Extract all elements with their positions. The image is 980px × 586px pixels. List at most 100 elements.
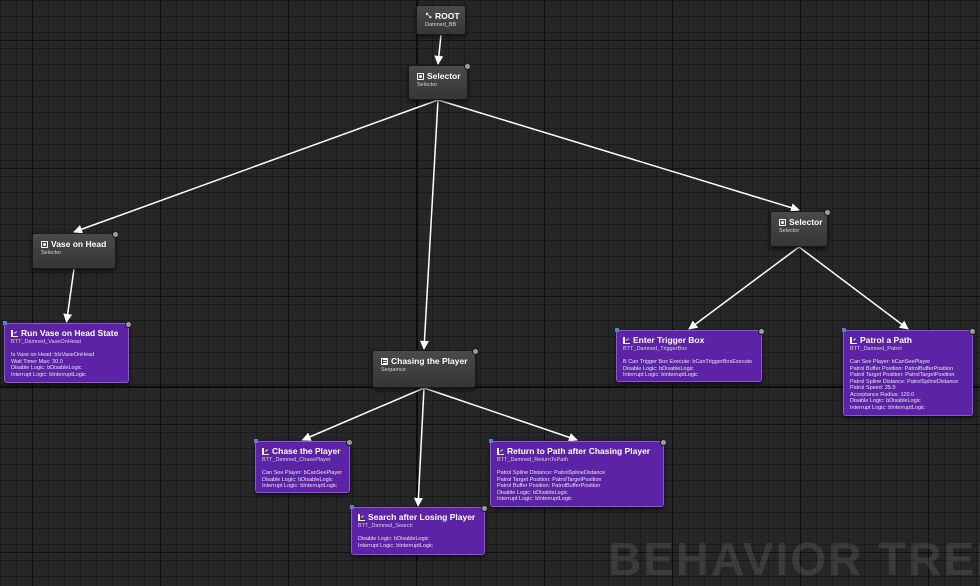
node-property: Interrupt Logic: bInterruptLogic — [358, 542, 433, 549]
node-corner-marker — [842, 328, 846, 332]
node-patrol-a-path[interactable]: Patrol a Path BTT_Damned_Patrol Can See … — [842, 328, 976, 416]
node-property: Acceptance Radius: 120.0 — [850, 391, 915, 398]
selector-icon — [779, 218, 786, 226]
breakpoint-dot[interactable] — [660, 439, 667, 446]
node-run-vase-on-head-state[interactable]: Run Vase on Head State BTT_Damned_VaseOn… — [3, 321, 132, 383]
breakpoint-dot[interactable] — [464, 63, 471, 70]
breakpoint-dot[interactable] — [481, 505, 488, 512]
node-property: Interrupt Logic: bInterruptLogic — [850, 404, 925, 411]
node-property: Interrupt Logic: bInterruptLogic — [262, 483, 337, 489]
node-properties: Is Vase on Head: bIsVaseOnHead Wait Time… — [11, 352, 122, 378]
breakpoint-dot[interactable] — [969, 328, 976, 335]
graph-axis-vertical — [416, 0, 418, 560]
task-icon — [262, 447, 269, 455]
task-icon — [497, 447, 504, 455]
breakpoint-dot[interactable] — [346, 439, 353, 446]
node-property: Wait Timer Max: 30.0 — [11, 358, 63, 365]
node-root[interactable]: ⤡ ROOT Damned_BB — [416, 5, 466, 35]
breakpoint-dot[interactable] — [824, 209, 831, 216]
node-title: Return to Path after Chasing Player — [507, 446, 651, 456]
node-corner-marker — [489, 439, 493, 443]
node-return-to-path-after-chasing-player[interactable]: Return to Path after Chasing Player BTT_… — [489, 439, 667, 507]
node-title: Chasing the Player — [391, 356, 468, 366]
node-subtitle: BTT_Damned_VaseOnHead — [11, 339, 81, 345]
node-vase-on-head[interactable]: Vase on Head Selector — [32, 231, 119, 269]
node-property: Disable Logic: bDisableLogic — [497, 489, 568, 496]
watermark-text: BEHAVIOR TREE — [608, 533, 980, 585]
node-title: Patrol a Path — [860, 335, 912, 345]
node-property: Patrol Speed: 25.0 — [850, 385, 896, 391]
node-subtitle: Selector — [41, 250, 62, 256]
node-search-after-losing-player[interactable]: Search after Losing Player BTT_Damned_Se… — [350, 505, 488, 555]
node-property: Is Vase on Head: bIsVaseOnHead — [11, 352, 95, 358]
node-title: Selector — [789, 217, 823, 227]
breakpoint-dot[interactable] — [472, 348, 479, 355]
node-subtitle: BTT_Damned_Search — [358, 523, 413, 529]
node-property: Disable Logic: bDisableLogic — [11, 365, 82, 371]
breakpoint-dot[interactable] — [112, 231, 119, 238]
edge-chasing-to-chase — [301, 387, 425, 441]
node-corner-marker — [254, 439, 258, 443]
node-enter-trigger-box[interactable]: Enter Trigger Box BTT_Damned_TriggerBox … — [615, 328, 765, 382]
root-icon: ⤡ — [425, 12, 432, 20]
node-corner-marker — [615, 328, 619, 332]
node-selector-main[interactable]: Selector Selector — [408, 63, 471, 100]
node-property: Can See Player: bCanSeePlayer — [850, 359, 931, 365]
task-icon — [11, 329, 18, 337]
task-icon — [623, 336, 630, 344]
edge-selector_main-to-chasing — [419, 99, 439, 350]
node-properties: Can See Player: bCanSeePlayer Disable Lo… — [262, 470, 343, 490]
task-icon — [358, 513, 365, 521]
breakpoint-dot[interactable] — [758, 328, 765, 335]
node-property: Disable Logic: bDisableLogic — [358, 536, 429, 542]
selector-icon — [41, 240, 48, 248]
edge-selector_right-to-patrol — [798, 246, 909, 330]
node-property: Patrol Target Position: PatrolTargetPosi… — [850, 372, 955, 378]
node-property: B Can Trigger Box Execute: bCanTriggerBo… — [623, 359, 753, 365]
node-property: Patrol Target Position: PatrolTargetPosi… — [497, 476, 602, 483]
selector-icon — [417, 72, 424, 80]
node-property: Interrupt Logic: bInterruptLogic — [623, 372, 698, 378]
node-properties: Patrol Spline Distance: PatrolSplineDist… — [497, 470, 657, 503]
node-selector-right[interactable]: Selector Selector — [770, 209, 831, 247]
node-title: Enter Trigger Box — [633, 335, 705, 345]
node-title: Search after Losing Player — [368, 512, 476, 522]
node-property: Disable Logic: bDisableLogic — [850, 398, 921, 404]
node-property: Patrol Spline Distance: PatrolSplineDist… — [497, 470, 606, 476]
node-title: Run Vase on Head State — [21, 328, 119, 338]
node-subtitle: Sequence — [381, 367, 406, 373]
node-property: Patrol Buffer Position: PatrolBufferPosi… — [850, 365, 954, 372]
sequence-icon — [381, 357, 388, 365]
node-subtitle: Selector — [417, 82, 438, 88]
edge-selector_main-to-vase_on_head — [73, 99, 439, 234]
node-subtitle: BTT_Damned_TriggerBox — [623, 346, 687, 352]
node-subtitle: Damned_BB — [425, 22, 457, 28]
node-properties: Can See Player: bCanSeePlayer Patrol Buf… — [850, 359, 966, 411]
node-properties: Disable Logic: bDisableLogic Interrupt L… — [358, 536, 478, 549]
node-property: Patrol Spline Distance: PatrolSplineDist… — [850, 378, 959, 385]
node-chasing-the-player[interactable]: Chasing the Player Sequence — [372, 348, 479, 388]
node-subtitle: BTT_Damned_ReturnToPath — [497, 457, 568, 463]
node-subtitle: Selector — [779, 228, 800, 234]
node-title: Chase the Player — [272, 446, 341, 456]
edge-layer — [63, 34, 909, 507]
edge-selector_main-to-selector_right — [437, 99, 800, 212]
node-property: Patrol Buffer Position: PatrolBufferPosi… — [497, 483, 601, 489]
node-title: Selector — [427, 71, 461, 81]
task-icon — [850, 336, 857, 344]
node-corner-marker — [350, 505, 354, 509]
edge-chasing-to-search — [413, 387, 425, 507]
node-property: Can See Player: bCanSeePlayer — [262, 470, 343, 476]
node-subtitle: BTT_Damned_ChasePlayer — [262, 457, 331, 463]
edge-chasing-to-return_path — [423, 387, 578, 442]
edge-vase_on_head-to-run_vase — [63, 268, 75, 323]
node-property: Disable Logic: bDisableLogic — [623, 365, 694, 372]
node-property: Interrupt Logic: bInterruptLogic — [11, 371, 86, 378]
graph-axis-horizontal — [0, 386, 980, 388]
edge-root-to-selector_main — [434, 34, 444, 65]
node-chase-the-player[interactable]: Chase the Player BTT_Damned_ChasePlayer … — [254, 439, 353, 493]
breakpoint-dot[interactable] — [125, 321, 132, 328]
node-title: Vase on Head — [51, 239, 107, 249]
node-title: ROOT — [435, 11, 460, 21]
node-properties: B Can Trigger Box Execute: bCanTriggerBo… — [623, 359, 755, 379]
